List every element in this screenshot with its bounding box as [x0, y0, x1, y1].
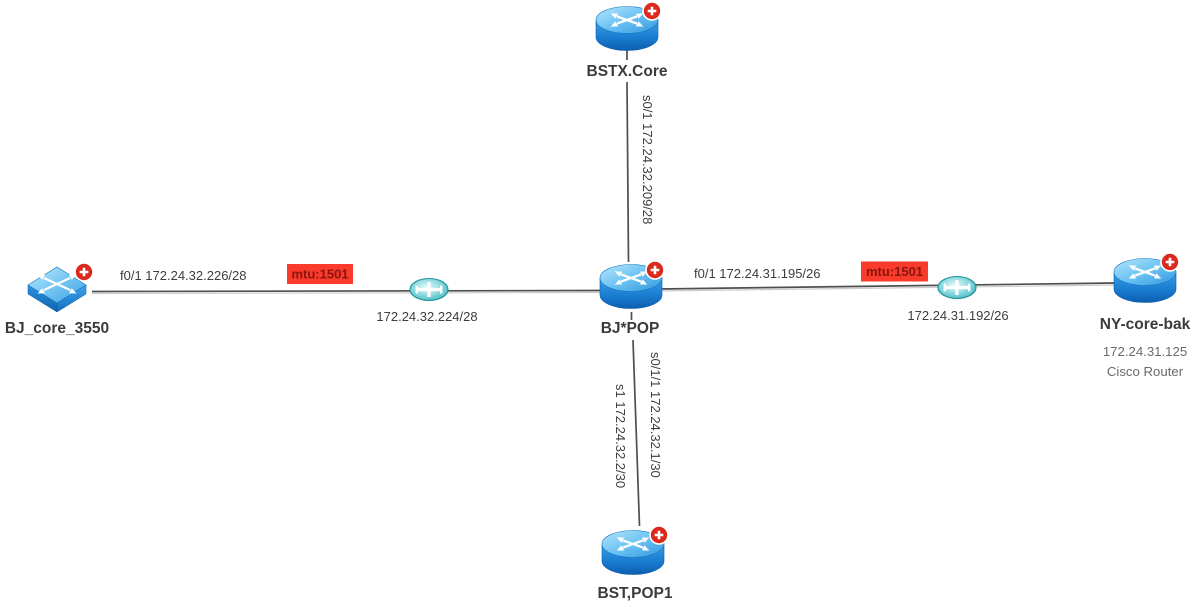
device-type-label: Cisco Router: [1107, 364, 1184, 379]
alert-plus-badge-icon: [1159, 251, 1181, 273]
link-line-shadow: [659, 284, 1116, 292]
network-segment-icon[interactable]: [937, 275, 977, 300]
mtu-badge-label: mtu:1501: [866, 264, 923, 279]
network-segment-icon[interactable]: [409, 277, 449, 302]
link-interface-label: s1 172.24.32.2/30: [613, 384, 628, 488]
link-bj-core-3550-to-bj-pop[interactable]: f0/1 172.24.32.226/28 mtu:1501 172.24.32…: [91, 264, 601, 324]
link-line[interactable]: [632, 339, 641, 527]
link-bj-pop-to-bst-pop1[interactable]: s0/1/1 172.24.32.1/30 s1 172.24.32.2/30: [613, 312, 663, 527]
link-interface-label: s0/1 172.24.32.209/28: [640, 95, 655, 224]
alert-plus-badge-icon: [648, 524, 670, 546]
link-interface-label: f0/1 172.24.32.226/28: [120, 268, 247, 283]
mtu-badge-box: [287, 264, 353, 284]
link-line[interactable]: [91, 289, 601, 293]
mtu-badge-box: [861, 261, 928, 282]
mtu-warning-badge: mtu:1501: [861, 261, 928, 282]
mtu-badge-label: mtu:1501: [291, 267, 348, 282]
link-line[interactable]: [626, 81, 630, 263]
device-node-bj-pop[interactable]: BJ*POP: [598, 259, 666, 337]
device-node-bstx-core[interactable]: BSTX.Core: [587, 0, 668, 80]
segment-subnet-label: 172.24.32.224/28: [376, 309, 477, 324]
link-line[interactable]: [659, 282, 1116, 290]
link-line-shadow: [91, 291, 601, 295]
link-bstx-core-to-bj-pop[interactable]: s0/1 172.24.32.209/28: [626, 50, 655, 263]
device-node-bst-pop1[interactable]: BST,POP1: [598, 524, 673, 602]
device-label: BJ*POP: [601, 320, 660, 337]
alert-plus-badge-icon: [73, 261, 95, 283]
device-label: BSTX.Core: [587, 63, 668, 80]
link-interface-label: f0/1 172.24.31.195/26: [694, 266, 821, 281]
mtu-warning-badge: mtu:1501: [287, 264, 353, 284]
device-label: BST,POP1: [598, 585, 673, 602]
alert-plus-badge-icon: [644, 259, 666, 281]
device-node-ny-core-bak[interactable]: NY-core-bak 172.24.31.125 Cisco Router: [1100, 251, 1191, 379]
device-ip-label: 172.24.31.125: [1103, 344, 1187, 359]
link-interface-label: s0/1/1 172.24.32.1/30: [648, 352, 663, 478]
segment-subnet-label: 172.24.31.192/26: [907, 308, 1008, 323]
link-bj-pop-to-ny-core-bak[interactable]: f0/1 172.24.31.195/26 mtu:1501 172.24.31…: [659, 261, 1116, 324]
device-node-bj-core-3550[interactable]: BJ_core_3550: [5, 261, 109, 337]
device-label: NY-core-bak: [1100, 316, 1191, 333]
alert-plus-badge-icon: [641, 0, 663, 22]
device-label: BJ_core_3550: [5, 320, 109, 337]
